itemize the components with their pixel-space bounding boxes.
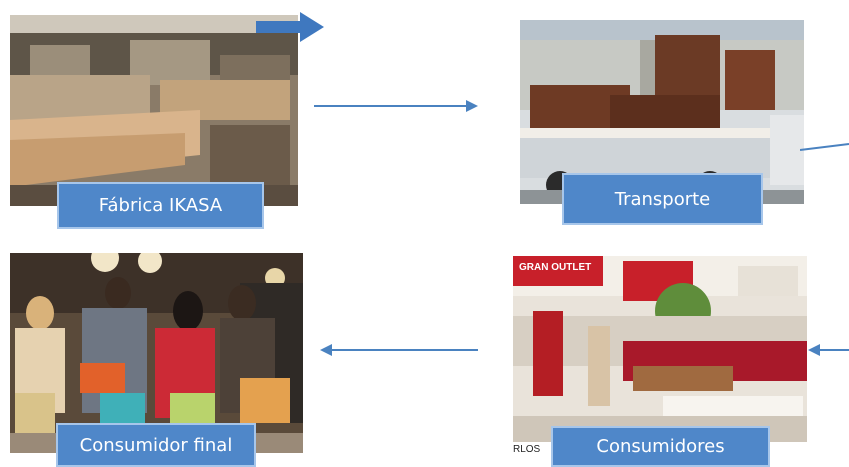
consumers-label: Consumidores [551,426,770,467]
factory-label: Fábrica IKASA [57,182,264,229]
arrow-transport-to-consumers [800,143,849,151]
consumers-photo [513,256,807,442]
arrow-into-consumers [808,344,849,356]
transport-label: Transporte [562,173,763,225]
final-consumer-label: Consumidor final [56,423,256,467]
arrow-consumers-to-final-consumer [320,344,478,356]
store-sign-text: GRAN OUTLET [519,262,592,273]
thick-right-arrow-icon [256,12,324,42]
arrow-factory-to-transport [314,100,478,112]
caption-fragment: RLOS [513,444,541,455]
factory-photo [10,15,298,206]
